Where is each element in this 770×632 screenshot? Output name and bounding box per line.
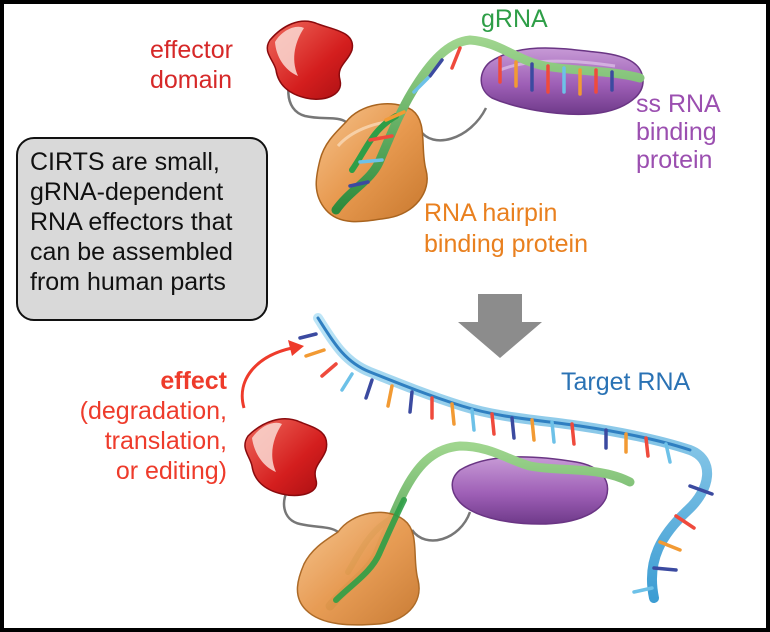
effector-domain-label-line2: domain [150, 65, 232, 94]
effector-domain-blob-bottom [244, 418, 328, 497]
info-line-4: can be assembled [30, 238, 233, 266]
top-assembly [266, 20, 645, 223]
effector-domain-label: effector domain [150, 36, 233, 95]
info-box: CIRTS are small, gRNA-dependent RNA effe… [16, 137, 268, 321]
hairpin-binding-protein-label: RNA hairpin binding protein [424, 198, 588, 259]
linker-top-right [418, 107, 488, 142]
ss-rna-label-line2: binding [636, 118, 717, 146]
effect-label: effect (degradation, translation, or edi… [80, 366, 227, 486]
info-line-3: RNA effectors that [30, 208, 233, 236]
effector-domain-label-line1: effector [150, 36, 233, 64]
hairpin-protein-blob-bottom [296, 497, 420, 626]
curved-effect-arrow [240, 340, 304, 409]
hairpin-label-line2: binding protein [424, 229, 589, 258]
ss-rna-protein-blob [480, 47, 644, 116]
effect-line1: (degradation, [79, 397, 227, 425]
effect-line2: translation, [104, 427, 227, 455]
ss-rna-label-line1: ss RNA [636, 90, 721, 118]
target-rna-label: Target RNA [561, 368, 691, 396]
hairpin-label-line1: RNA hairpin [424, 199, 558, 227]
info-line-1: CIRTS are small, [30, 148, 220, 176]
grna-strand [331, 35, 645, 215]
effect-line3: or editing) [115, 457, 227, 485]
effector-domain-blob [266, 20, 354, 100]
info-line-2: gRNA-dependent [30, 178, 224, 206]
grna-label: gRNA [481, 5, 548, 33]
effect-title: effect [160, 367, 227, 395]
bottom-assembly [240, 313, 714, 626]
down-arrow [458, 294, 542, 358]
linker-bottom-right [410, 511, 472, 542]
ss-rna-label-line3: protein [636, 146, 713, 174]
ss-rna-binding-protein-label: ss RNA binding protein [636, 90, 721, 174]
linker-bottom-left [282, 485, 339, 534]
target-rna-strand [298, 313, 714, 603]
info-line-5: from human parts [30, 268, 226, 296]
